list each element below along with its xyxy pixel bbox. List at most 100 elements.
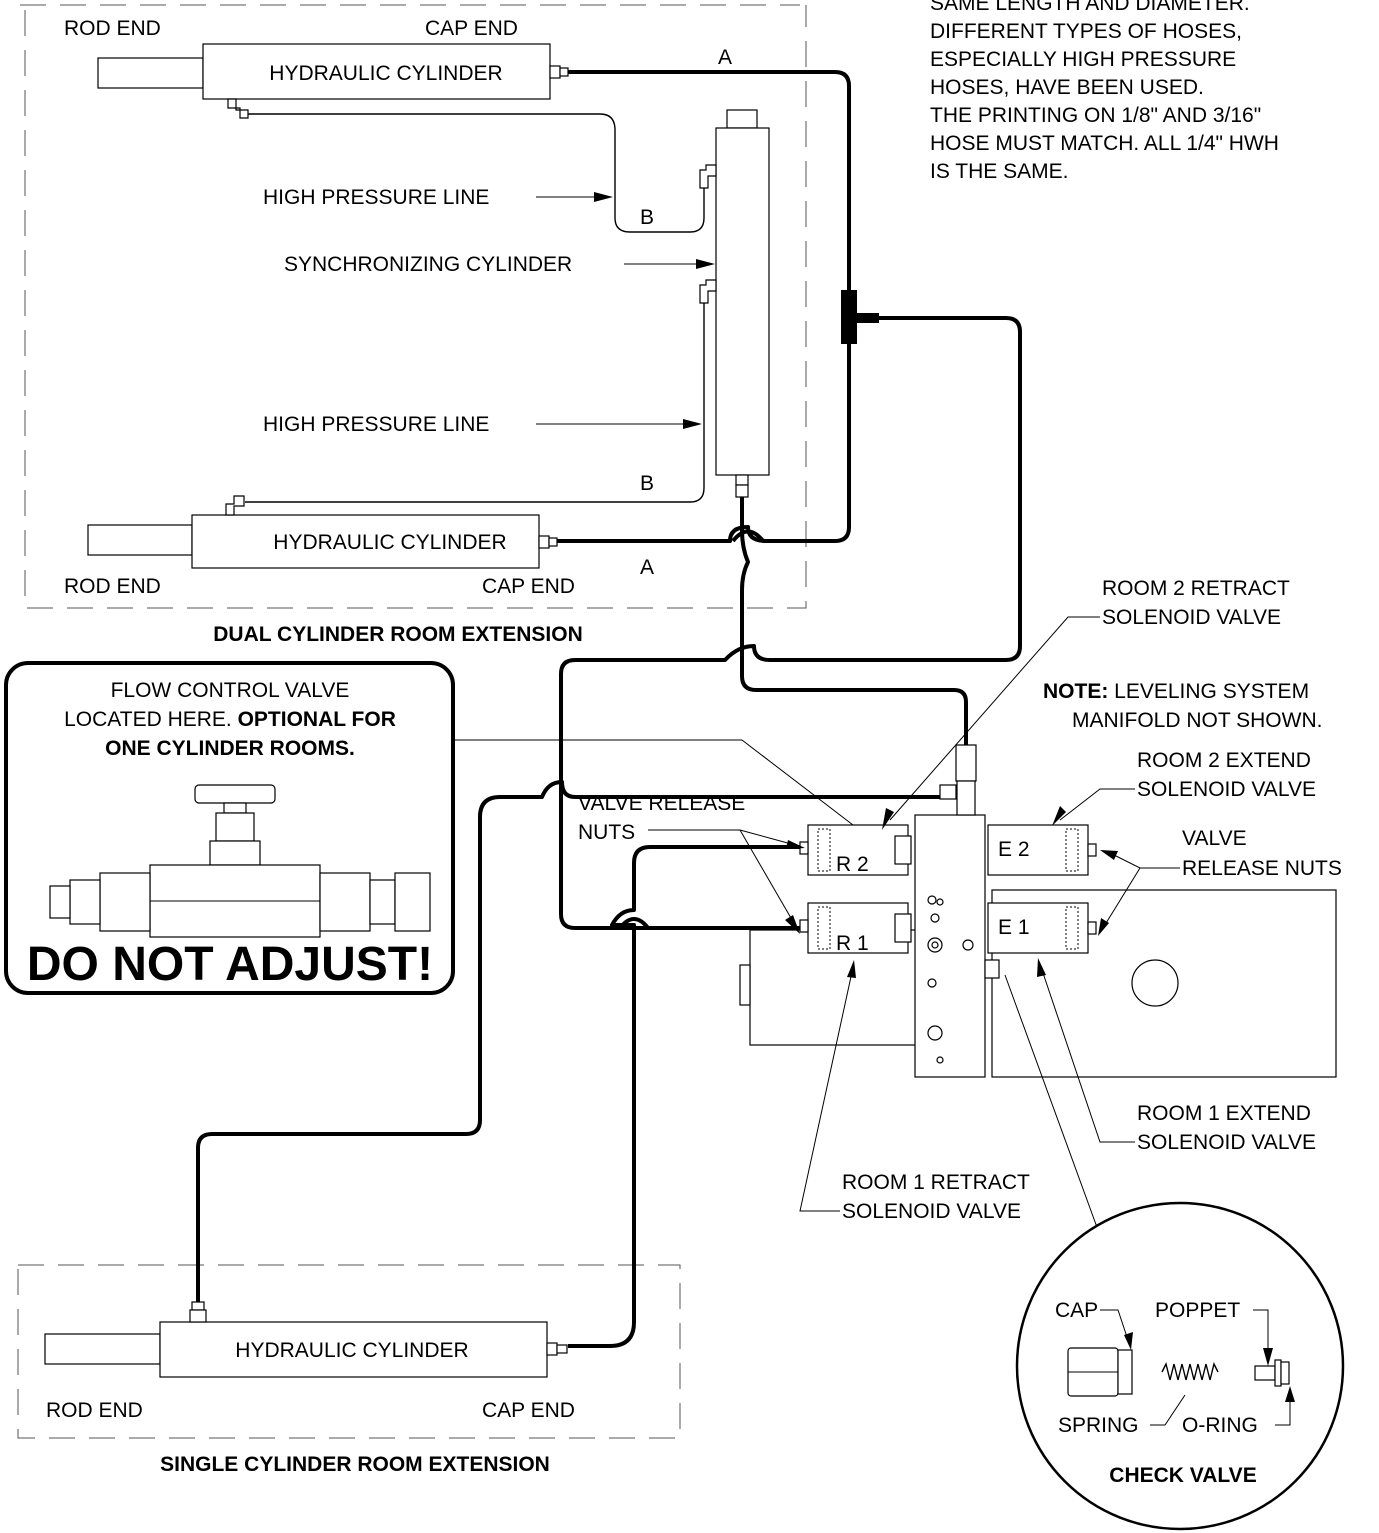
manifold-port <box>927 978 937 988</box>
check-valve-leader <box>1004 974 1099 1231</box>
cap-part-lip <box>1117 1349 1133 1395</box>
top-note: SAME LENGTH AND DIAMETER. DIFFERENT TYPE… <box>930 0 1279 183</box>
valve-r1-fitting <box>799 919 809 933</box>
vrn-right-leader-2 <box>1102 867 1141 929</box>
hose-b-marker-top: B <box>640 206 654 229</box>
top-cylinder-cap-fitting-nut <box>559 67 569 77</box>
cap-leader <box>1100 1309 1129 1341</box>
note-line: DIFFERENT TYPES OF HOSES, <box>930 20 1242 43</box>
arrow-head <box>1037 958 1046 977</box>
valve-release-nuts-right: RELEASE NUTS <box>1182 857 1342 880</box>
valve-e1-nut <box>1087 921 1097 935</box>
valve-handle <box>194 784 276 804</box>
hose-to-single-rod <box>196 780 946 1302</box>
note-line: ESPECIALLY HIGH PRESSURE <box>930 48 1236 71</box>
do-not-adjust-warning: DO NOT ADJUST! <box>27 938 433 991</box>
sync-cylinder-body <box>715 127 770 476</box>
room2-retract-label: SOLENOID VALVE <box>1102 606 1281 629</box>
check-valve-cap-label: CAP <box>1055 1299 1098 1322</box>
room1-retract-label: SOLENOID VALVE <box>842 1200 1021 1223</box>
single-cylinder-rod-fitting <box>191 1301 205 1311</box>
valve-e1-label: E 1 <box>998 916 1030 939</box>
hose-sync-to-manifold <box>740 497 968 770</box>
valve-r1-nut <box>894 913 912 943</box>
flow-box-line3: ONE CYLINDER ROOMS. <box>105 737 355 760</box>
single-rod-end-label: ROD END <box>46 1399 143 1422</box>
valve-e1-body <box>987 902 1089 954</box>
valve-release-nuts-left: NUTS <box>578 821 635 844</box>
single-cylinder-label: HYDRAULIC CYLINDER <box>235 1339 468 1362</box>
bottom-cylinder-rod <box>87 524 193 556</box>
valve-e1-coil <box>1065 906 1079 950</box>
manifold-port <box>962 939 974 951</box>
flow-box-line2-bold: OPTIONAL FOR <box>238 708 396 731</box>
arrow-head <box>785 915 800 934</box>
manifold-port <box>927 895 937 905</box>
hose-a-loop <box>557 70 851 543</box>
synchronizing-cylinder <box>699 109 770 498</box>
valve-e1: E 1 <box>987 902 1097 954</box>
single-cylinder-cap-fitting-nut <box>556 1344 568 1354</box>
hose-to-r1 <box>559 316 1022 930</box>
manifold-port <box>936 898 944 906</box>
room1-extend-leader <box>1041 969 1135 1143</box>
cap-end-label-bottom: CAP END <box>482 575 575 598</box>
room1-retract-label: ROOM 1 RETRACT <box>842 1171 1030 1194</box>
valve-r2-label: R 2 <box>836 853 869 876</box>
check-valve-title: CHECK VALVE <box>1109 1464 1256 1487</box>
valve-r1: R 1 <box>799 902 912 955</box>
valve-e2-label: E 2 <box>998 838 1030 861</box>
valve-e2-coil <box>1065 828 1079 872</box>
high-pressure-line-lower <box>245 303 705 503</box>
check-valve-poppet-label: POPPET <box>1155 1299 1240 1322</box>
valve-r2-coil <box>817 828 831 872</box>
hose-a-marker-top: A <box>718 46 732 69</box>
manifold-port <box>936 1056 944 1064</box>
bottom-cylinder-cap-fitting <box>538 535 550 549</box>
single-cylinder-rod <box>44 1333 161 1365</box>
note-line: HOSES, HAVE BEEN USED. <box>930 76 1204 99</box>
manifold-tee-lower <box>956 780 976 816</box>
room2-retract-label: ROOM 2 RETRACT <box>1102 577 1290 600</box>
sync-port-upper <box>699 164 717 189</box>
arrow-head <box>847 960 856 978</box>
arrow-head <box>1285 1386 1295 1402</box>
manifold-port <box>930 913 940 923</box>
top-cylinder-label: HYDRAULIC CYLINDER <box>269 62 502 85</box>
note-line: IS THE SAME. <box>930 160 1068 183</box>
arrow-head <box>1052 806 1066 826</box>
arrow-head <box>594 192 613 202</box>
cap-end-label-top: CAP END <box>425 17 518 40</box>
vrn-right-leader-1 <box>1109 852 1180 869</box>
single-cylinder-rod-fitting-nut <box>189 1309 207 1323</box>
valve-left-nut <box>99 872 151 932</box>
pump-block-tab <box>739 964 751 1006</box>
rod-end-label-top: ROD END <box>64 17 161 40</box>
bottom-cylinder-cap-fitting-nut <box>548 537 558 547</box>
high-pressure-line-upper <box>248 113 705 233</box>
note-line: THE PRINTING ON 1/8" AND 3/16" <box>930 104 1261 127</box>
poppet-leader <box>1253 1309 1269 1356</box>
arrow-head <box>683 419 702 429</box>
note-bold: NOTE: <box>1043 680 1108 703</box>
room1-retract-leader <box>799 971 853 1212</box>
room2-extend-label: SOLENOID VALVE <box>1137 778 1316 801</box>
high-pressure-line-label-2: HIGH PRESSURE LINE <box>263 413 489 436</box>
valve-e2-nut <box>1087 843 1097 857</box>
check-valve-port <box>984 959 1000 979</box>
spring-part <box>1161 1361 1219 1381</box>
valve-r2-body <box>807 824 909 876</box>
room1-extend-label: ROOM 1 EXTEND <box>1137 1102 1311 1125</box>
manifold-port-inner <box>931 941 939 949</box>
hose-crossover <box>731 529 765 543</box>
bottom-cylinder-rod-fitting <box>225 495 245 516</box>
valve-e2: E 2 <box>987 824 1097 876</box>
arrow-head <box>786 840 805 849</box>
room2-extend-leader <box>1059 788 1135 821</box>
tee-fitting-branch <box>857 313 879 323</box>
dual-room-title: DUAL CYLINDER ROOM EXTENSION <box>213 623 582 646</box>
valve-right-fitting <box>369 879 396 925</box>
manifold-port <box>927 1025 943 1041</box>
